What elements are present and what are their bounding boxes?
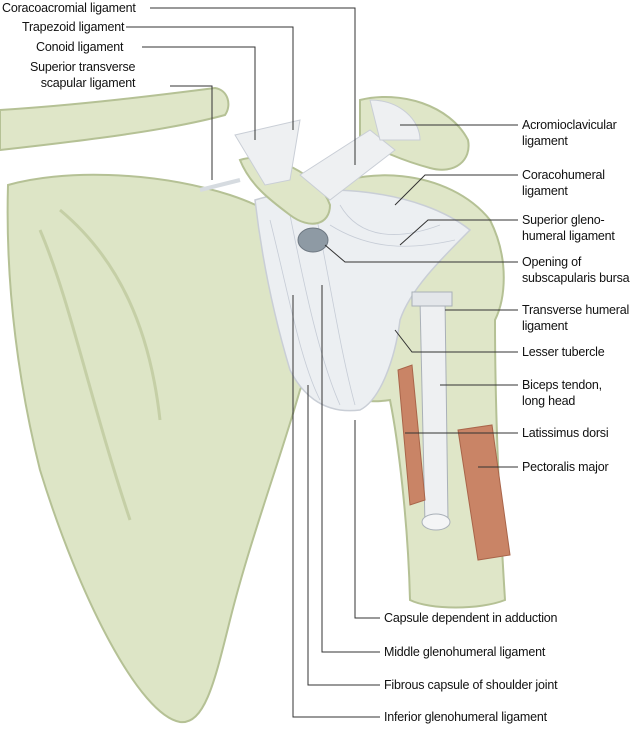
scapula bbox=[6, 173, 311, 724]
label-middle-glenohumeral-ligament: Middle glenohumeral ligament bbox=[384, 645, 546, 659]
label-conoid-ligament: Conoid ligament bbox=[36, 40, 124, 54]
label-line: ligament bbox=[522, 184, 568, 198]
label-coracoacromial-ligament: Coracoacromial ligament bbox=[2, 1, 136, 15]
label-line: Opening of bbox=[522, 255, 582, 269]
label-line: Acromioclavicular bbox=[522, 118, 617, 132]
label-lesser-tubercle: Lesser tubercle bbox=[522, 345, 605, 359]
label-line: Coracohumeral bbox=[522, 168, 605, 182]
subscapularis-bursa-opening bbox=[297, 227, 329, 253]
label-acromioclavicular-ligament: Acromioclavicular ligament bbox=[522, 117, 617, 149]
clavicle bbox=[0, 86, 230, 152]
label-inferior-glenohumeral-ligament: Inferior glenohumeral ligament bbox=[384, 710, 547, 724]
label-line: Superior transverse bbox=[30, 60, 136, 74]
label-line: humeral ligament bbox=[522, 229, 615, 243]
biceps-tendon-cut-end bbox=[421, 513, 451, 531]
label-capsule-dependent-adduction: Capsule dependent in adduction bbox=[384, 611, 558, 625]
label-line: subscapularis bursa bbox=[522, 271, 630, 285]
label-latissimus-dorsi: Latissimus dorsi bbox=[522, 426, 609, 440]
pectoralis-major bbox=[457, 424, 511, 561]
label-superior-glenohumeral-ligament: Superior gleno-humeral ligament bbox=[522, 212, 615, 244]
label-biceps-tendon-long-head: Biceps tendon, long head bbox=[522, 377, 602, 409]
coracoclavicular-ligaments bbox=[234, 119, 301, 186]
scapula-texture bbox=[38, 208, 162, 521]
coracoacromial-ligament bbox=[299, 129, 396, 201]
label-line: ligament bbox=[522, 134, 568, 148]
label-line: Superior gleno- bbox=[522, 213, 605, 227]
label-line: long head bbox=[522, 394, 576, 408]
latissimus-dorsi bbox=[397, 364, 426, 506]
label-fibrous-capsule: Fibrous capsule of shoulder joint bbox=[384, 678, 558, 692]
label-trapezoid-ligament: Trapezoid ligament bbox=[22, 20, 125, 34]
label-line: Biceps tendon, bbox=[522, 378, 602, 392]
capsule-fibers bbox=[269, 204, 456, 406]
label-opening-subscapularis-bursa: Opening of subscapularis bursa bbox=[522, 254, 630, 286]
label-line: scapular ligament bbox=[40, 76, 136, 90]
label-transverse-humeral-ligament: Transverse humeral ligament bbox=[522, 302, 629, 334]
label-superior-transverse-scapular-ligament: Superior transverse scapular ligament bbox=[30, 59, 135, 91]
label-line: ligament bbox=[522, 319, 568, 333]
label-coracohumeral-ligament: Coracohumeral ligament bbox=[522, 167, 605, 199]
superior-transverse-scapular-ligament bbox=[199, 178, 241, 192]
acromioclavicular-ligament bbox=[369, 99, 421, 141]
label-pectoralis-major: Pectoralis major bbox=[522, 460, 609, 474]
transverse-humeral-ligament bbox=[411, 291, 453, 307]
label-line: Transverse humeral bbox=[522, 303, 630, 317]
leader-lines bbox=[126, 7, 518, 718]
